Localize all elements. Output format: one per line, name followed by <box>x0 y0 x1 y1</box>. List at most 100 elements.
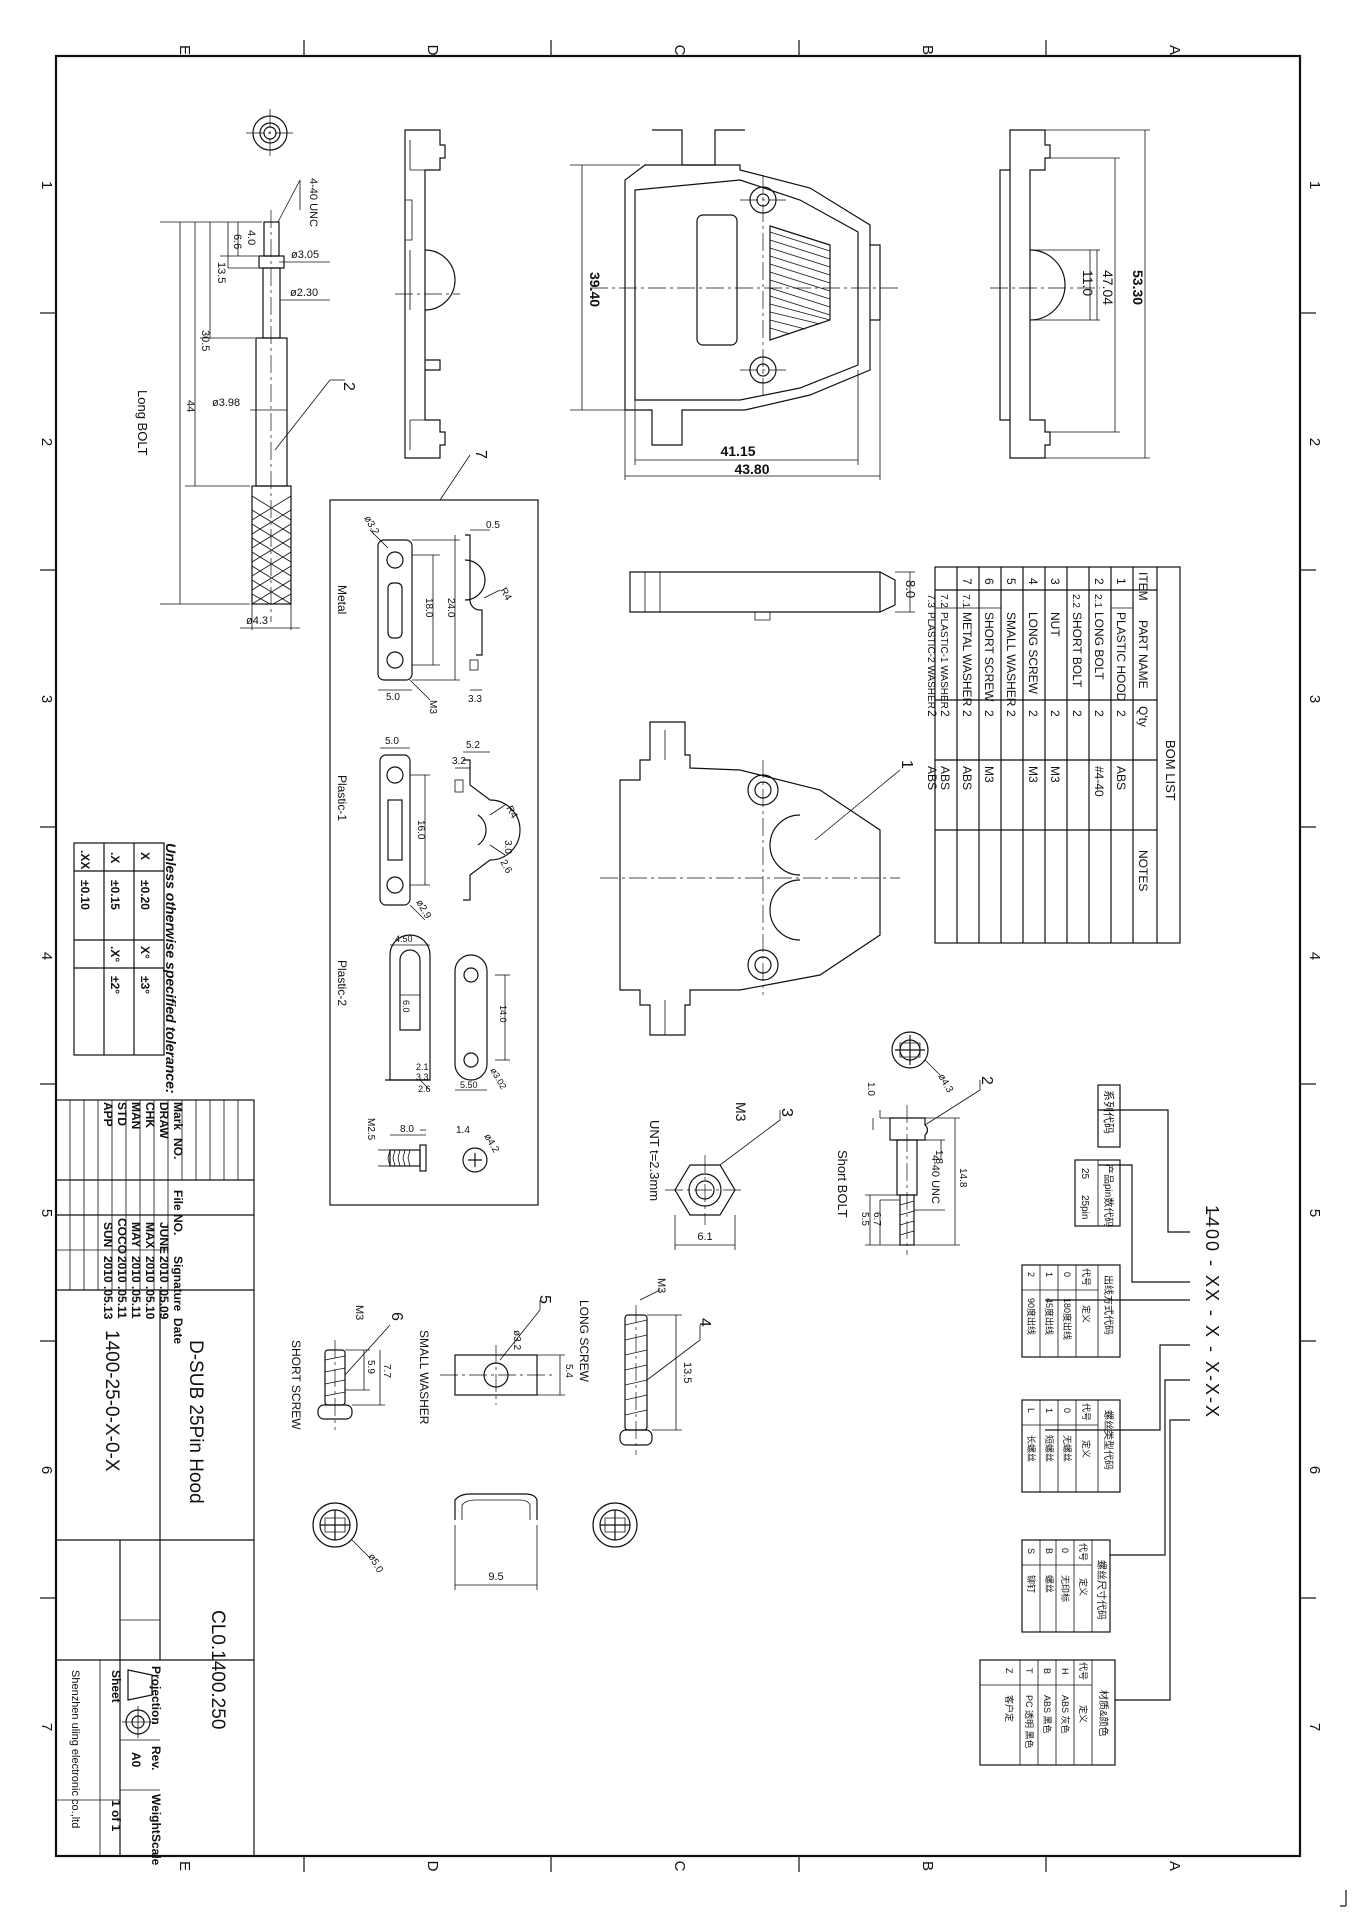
bom-r7-qty: 2 <box>982 710 996 717</box>
nut-dim-t: UNT t=2.3mm <box>647 1120 662 1201</box>
right-number-7: 7 <box>1306 1723 1323 1731</box>
part-code-diagram: 1400 - XX - X - X-X-X 系列代码 产品pin数代码 25 2… <box>979 1084 1222 1766</box>
bom-r1-name: PLASTIC HOOD <box>1114 612 1128 702</box>
small-washer-view: ø3.2 5.4 SMALL WASHER 5 9.5 <box>417 1295 574 1590</box>
code-outlet-r1d: 180度出线 <box>1062 1298 1073 1340</box>
sheet-frame <box>40 40 1347 1907</box>
code-screwsize-r1d: 无印标 <box>1060 1575 1071 1602</box>
hood-dim-41-15: 41.15 <box>720 443 755 459</box>
washer-screw: 8.0 1.4 M2.5 ø4.2 <box>365 1118 501 1173</box>
tb-weight: Weight <box>149 1794 163 1834</box>
screw-dim-8-0: 8.0 <box>400 1124 414 1135</box>
code-pin-code: 25 <box>1079 1168 1090 1180</box>
code-material-title: 材质&颜色 <box>1097 1690 1110 1737</box>
bom-r4-qty: 2 <box>1048 710 1062 717</box>
bom-r8-qty: 2 <box>960 710 974 717</box>
left-number-2: 2 <box>38 438 55 446</box>
bottom-letter-e: E <box>176 1861 193 1871</box>
long-bolt-label: Long BOLT <box>135 390 150 456</box>
bom-r8-sub: 7.1 <box>960 594 971 608</box>
tb-sheet-label: Sheet <box>109 1670 123 1703</box>
code-screwtype-r2c: 1 <box>1044 1408 1054 1413</box>
tb-std-date: 2010 .05.11 <box>115 1256 129 1319</box>
tol-r2-c2: ±0.15 <box>108 880 122 910</box>
bom-r4-notes: M3 <box>1048 766 1062 783</box>
bom-r9-notes: ABS <box>938 766 952 790</box>
bom-r3-sub: 2.2 <box>1070 594 1081 608</box>
tol-r2-c4: ±2° <box>108 976 122 994</box>
code-screwtype-title: 螺丝类型代码 <box>1102 1410 1115 1470</box>
balloon-1: 1 <box>898 760 915 769</box>
tol-r1-c1: X <box>138 852 152 860</box>
hood-rear-view: 1 <box>600 721 915 1036</box>
tb-head-mark: Mark <box>171 1102 185 1130</box>
bom-r3-qty: 2 <box>1070 710 1084 717</box>
code-screwtype-r2d: 短螺丝 <box>1044 1435 1055 1462</box>
code-screwsize-r1c: 0 <box>1060 1548 1070 1553</box>
code-series-title: 系列代码 <box>1102 1090 1116 1134</box>
code-screwsize-h1: 代号 <box>1078 1543 1088 1561</box>
sw-dim-d32: ø3.2 <box>511 1330 522 1350</box>
bom-head-notes: NOTES <box>1136 850 1150 891</box>
long-screw-view: M3 13.5 LONG SCREW 4 <box>577 1278 713 1548</box>
tol-r1-c4: ±3° <box>138 976 152 994</box>
code-screwtype-r3d: 长螺丝 <box>1026 1435 1037 1462</box>
bom-r1-qty: 2 <box>1114 710 1128 717</box>
w-dim-9-5: 9.5 <box>488 1571 503 1583</box>
sb-dim-440: 4-40 UNC <box>929 1155 941 1204</box>
sb-dim-5-5: 5.5 <box>859 1212 870 1226</box>
plastic-1-washer: 5.0 5.2 3.2 16.0 R4 3.0 2.6 ø2.9 Plastic… <box>335 736 521 921</box>
code-material-h2: 定义 <box>1078 1705 1089 1723</box>
bolt-dim-d43: ø4.3 <box>246 615 268 627</box>
bom-r6-item: 5 <box>1004 578 1018 585</box>
p1-dim-2-6: 2.6 <box>497 858 514 876</box>
bottom-letter-b: B <box>919 1861 936 1871</box>
code-screwtype-r3c: L <box>1026 1408 1036 1413</box>
screw-dim-m25: M2.5 <box>365 1118 376 1141</box>
tb-app-name: SUN <box>101 1222 115 1247</box>
tb-draw-name: JUNE <box>157 1222 171 1254</box>
short-bolt-label: Short BOLT <box>835 1150 850 1218</box>
tb-scale: Scale <box>149 1834 163 1866</box>
bottom-letter-a: A <box>1166 1861 1183 1871</box>
bom-r9-qty: 2 <box>938 710 952 717</box>
top-letter-d: D <box>424 45 441 56</box>
bolt-dim-44: 44 <box>184 400 196 412</box>
sb-dim-1-8: 1.8 <box>933 1150 944 1164</box>
bolt-dim-6-6: 6.6 <box>231 234 243 249</box>
tb-head-no: NO. <box>171 1138 185 1159</box>
left-number-1: 1 <box>38 181 55 189</box>
code-screwsize-r3d: 铆钉 <box>1026 1575 1037 1593</box>
left-number-5: 5 <box>38 1209 55 1217</box>
bom-r2-name: LONG BOLT <box>1092 612 1106 680</box>
code-material-r4d: 客户定 <box>1004 1695 1015 1722</box>
nut-view: 6.1 M3 UNT t=2.3mm 3 <box>647 1102 795 1250</box>
bom-r8-notes: ABS <box>960 766 974 790</box>
tol-r3-c2: ±0.10 <box>78 880 92 910</box>
metal-dim-m3: M3 <box>427 700 438 714</box>
sb-dim-14-8: 14.8 <box>957 1168 968 1188</box>
left-number-4: 4 <box>38 952 55 960</box>
bom-r6-name: SMALL WASHER <box>1004 612 1018 707</box>
bom-r2-sub: 2.1 <box>1092 594 1103 608</box>
hood-dim-39-40: 39.40 <box>587 272 603 307</box>
tb-std-name: COCO <box>115 1218 129 1254</box>
tb-chk-date: 2010 .05.10 <box>143 1256 157 1320</box>
code-outlet-r2d: 45度出线 <box>1044 1298 1055 1335</box>
tol-r2-c1: .X <box>108 852 122 863</box>
bom-r9-name: PLASTIC-1 WASHER <box>938 612 949 709</box>
code-screwsize-r2d: 螺丝 <box>1044 1575 1055 1593</box>
bom-r3-name: SHORT BOLT <box>1070 612 1084 688</box>
bom-r4-item: 3 <box>1048 578 1062 585</box>
hood-dim-47-04: 47.04 <box>1100 270 1116 305</box>
balloon-2-long-bolt: 2 <box>340 382 357 391</box>
code-material-r4c: Z <box>1004 1668 1014 1674</box>
metal-dim-3-3: 3.3 <box>468 694 482 705</box>
right-number-4: 4 <box>1306 952 1323 960</box>
bottom-letter-c: C <box>671 1861 688 1872</box>
tb-drawing-no: CL0.1400.250 <box>207 1610 228 1729</box>
bom-r2-item: 2 <box>1092 578 1106 585</box>
top-letter-b: B <box>919 45 936 55</box>
metal-dim-0-5: 0.5 <box>486 520 500 531</box>
code-outlet-h1: 代号 <box>1081 1268 1091 1286</box>
